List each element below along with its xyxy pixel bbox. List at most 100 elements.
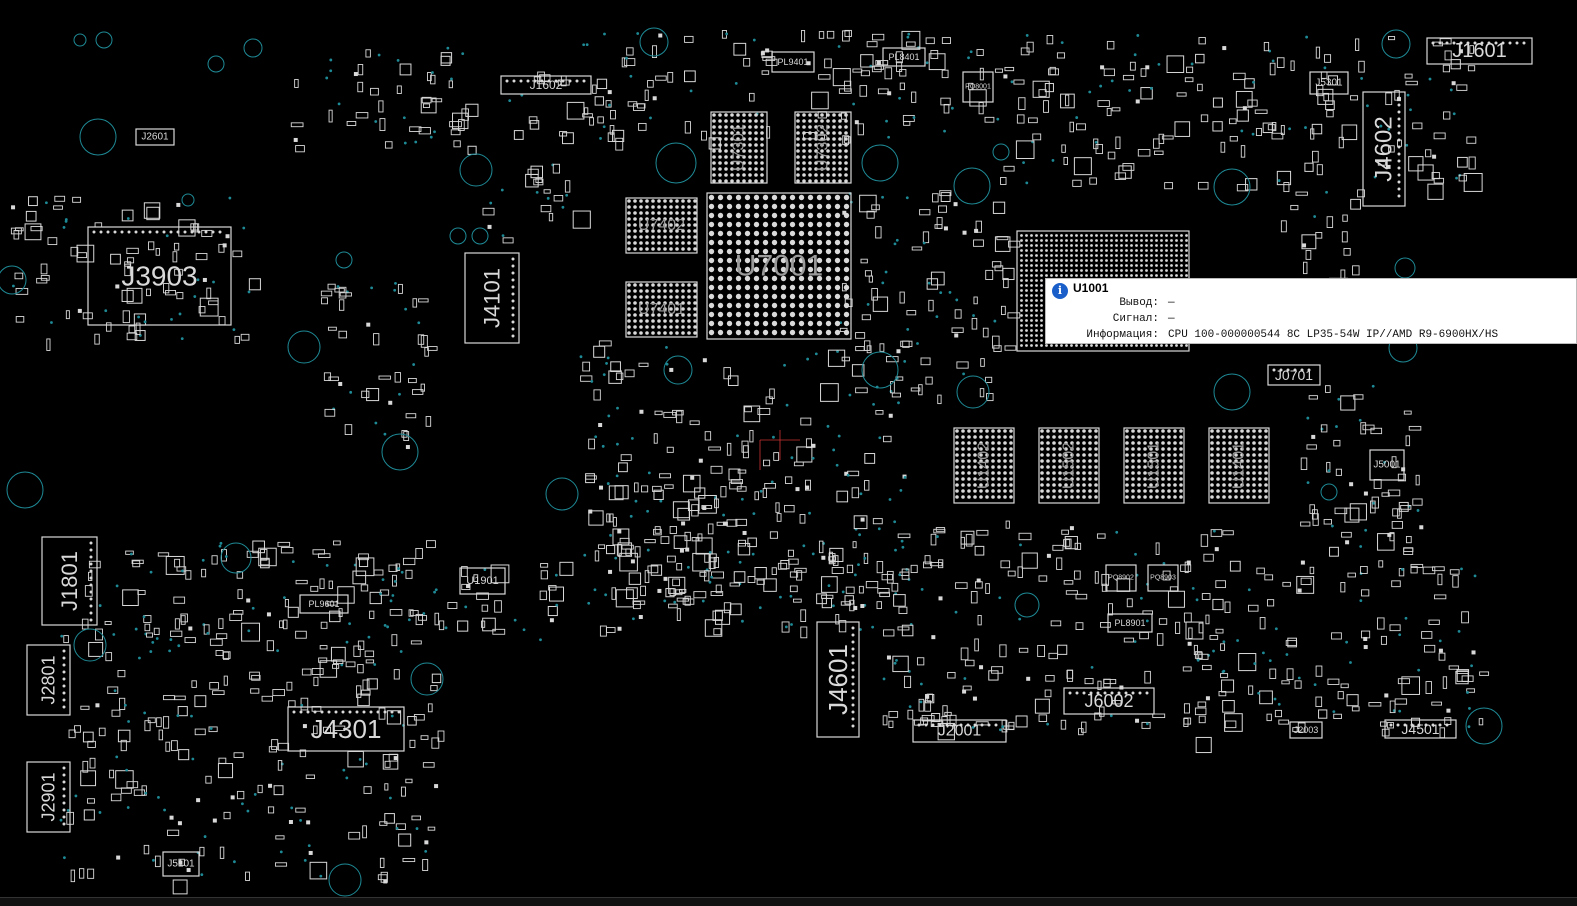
component-u7401[interactable]: U7401 bbox=[625, 281, 698, 338]
component-label: PQ8903 bbox=[1150, 575, 1176, 582]
component-j5301[interactable]: J5301 bbox=[1309, 71, 1349, 95]
component-label: PQ8001 bbox=[965, 84, 991, 91]
component-j5101[interactable]: J5101 bbox=[162, 851, 200, 877]
connector-pins bbox=[62, 649, 66, 709]
component-j4501[interactable]: J4501 bbox=[1384, 719, 1457, 739]
component-j4601[interactable]: J4601 bbox=[816, 621, 860, 738]
bga-pads bbox=[712, 113, 764, 183]
connector-pins bbox=[292, 710, 401, 714]
component-label: J2901 bbox=[39, 772, 59, 821]
component-pq8902[interactable]: PQ8902 bbox=[1105, 564, 1137, 592]
connector-pins bbox=[1431, 41, 1526, 45]
component-label: PL8901 bbox=[1114, 618, 1145, 628]
component-label: J2003 bbox=[1294, 725, 1319, 735]
bga-pads bbox=[1125, 429, 1183, 499]
component-j1601[interactable]: J1601 bbox=[1426, 37, 1533, 65]
component-pl9601[interactable]: PL9601 bbox=[299, 594, 349, 614]
tooltip-key: Вывод: bbox=[1119, 297, 1159, 309]
connector-pins bbox=[851, 626, 855, 728]
component-j2601[interactable]: J2601 bbox=[135, 128, 175, 146]
tooltip-row-signal: Сигнал: — bbox=[1046, 313, 1175, 325]
component-j4301[interactable]: J4301 bbox=[287, 706, 405, 752]
component-label: U7401 bbox=[638, 301, 685, 318]
connector-pins bbox=[1389, 723, 1449, 727]
bga-pads bbox=[627, 283, 697, 335]
component-label: U7402 bbox=[638, 217, 685, 234]
component-u1401[interactable]: U1401 bbox=[1208, 427, 1270, 504]
component-label: U1502 bbox=[1061, 442, 1078, 489]
component-pl9401[interactable]: PL9401 bbox=[771, 51, 815, 73]
component-j3903[interactable]: J3903 bbox=[87, 226, 232, 326]
bga-pads bbox=[955, 429, 1013, 499]
tooltip-key: Сигнал: bbox=[1112, 313, 1159, 325]
component-pl8401[interactable]: PL8401 bbox=[882, 47, 926, 67]
component-label: U1501 bbox=[1146, 442, 1163, 489]
component-j0701[interactable]: J0701 bbox=[1267, 364, 1321, 386]
component-u7001[interactable]: U7001 bbox=[706, 192, 852, 340]
component-j2901[interactable]: J2901 bbox=[26, 761, 71, 833]
connector-pins bbox=[511, 257, 515, 338]
component-pl8901[interactable]: PL8901 bbox=[1107, 613, 1153, 633]
tooltip-row-pin: Вывод: — bbox=[1046, 297, 1175, 309]
component-j2801[interactable]: J2801 bbox=[26, 644, 71, 716]
tooltip-value: — bbox=[1168, 313, 1175, 325]
component-label: J1602 bbox=[530, 78, 563, 92]
component-label: PQ8902 bbox=[1108, 575, 1134, 582]
component-j2001[interactable]: J2001 bbox=[912, 719, 1007, 743]
component-u7302[interactable]: U7302 bbox=[794, 111, 852, 184]
component-info-tooltip: i U1001 Вывод: — Сигнал: — Информация: CPU … bbox=[1045, 278, 1577, 344]
connector-pins bbox=[89, 541, 93, 622]
component-label: U7302 bbox=[815, 124, 832, 171]
connector-pins bbox=[1068, 691, 1149, 695]
component-j2003[interactable]: J2003 bbox=[1289, 721, 1323, 739]
component-u1501[interactable]: U1501 bbox=[1123, 427, 1185, 504]
connector-pins bbox=[92, 230, 222, 234]
component-j1801[interactable]: J1801 bbox=[41, 536, 98, 626]
component-label: J5001 bbox=[1373, 460, 1401, 471]
connector-pins bbox=[1272, 368, 1311, 372]
component-j1602[interactable]: J1602 bbox=[500, 75, 592, 95]
component-label: J1601 bbox=[1452, 40, 1507, 62]
component-j6002[interactable]: J6002 bbox=[1063, 687, 1155, 715]
component-u1502[interactable]: U1502 bbox=[1038, 427, 1100, 504]
connector-pins bbox=[1397, 96, 1401, 198]
tooltip-value: CPU 100-000000544 8C LP35-54W IP//AMD R9… bbox=[1168, 329, 1499, 341]
component-label: J1801 bbox=[57, 551, 82, 611]
component-label: J2001 bbox=[938, 723, 982, 740]
component-label: U1901 bbox=[466, 575, 498, 587]
component-u7301[interactable]: U7301 bbox=[710, 111, 768, 184]
bga-pads bbox=[708, 194, 850, 336]
connector-pins bbox=[62, 766, 66, 826]
component-label: J2801 bbox=[39, 655, 59, 704]
component-label: U1402 bbox=[976, 442, 993, 489]
component-label: J4301 bbox=[311, 714, 382, 744]
component-u1402[interactable]: U1402 bbox=[953, 427, 1015, 504]
bga-pads bbox=[1040, 429, 1098, 499]
component-j4101[interactable]: J4101 bbox=[464, 252, 520, 344]
component-label: J5301 bbox=[1315, 78, 1343, 89]
component-u7402[interactable]: U7402 bbox=[625, 197, 698, 254]
tooltip-key: Информация: bbox=[1086, 329, 1159, 341]
component-pq8001[interactable]: PQ8001 bbox=[962, 71, 994, 103]
info-icon: i bbox=[1052, 283, 1068, 299]
status-strip bbox=[0, 897, 1577, 906]
tooltip-value: — bbox=[1168, 297, 1175, 309]
component-label: J6002 bbox=[1084, 691, 1133, 711]
component-label: U7001 bbox=[735, 250, 823, 283]
component-label: J4601 bbox=[823, 644, 853, 715]
component-label: J4602 bbox=[1371, 116, 1398, 181]
component-j5001[interactable]: J5001 bbox=[1369, 449, 1405, 481]
component-label: J5101 bbox=[167, 859, 195, 870]
component-u1901[interactable]: U1901 bbox=[459, 567, 506, 595]
component-label: J3903 bbox=[121, 261, 197, 292]
bga-pads bbox=[627, 199, 697, 251]
component-label: J2601 bbox=[141, 132, 169, 143]
component-label: J0701 bbox=[1275, 367, 1313, 383]
component-label: PL9401 bbox=[777, 57, 808, 67]
component-label: U7301 bbox=[731, 124, 748, 171]
tooltip-title: U1001 bbox=[1073, 281, 1109, 295]
component-pq8903[interactable]: PQ8903 bbox=[1147, 564, 1179, 592]
component-j4602[interactable]: J4602 bbox=[1362, 91, 1406, 207]
tooltip-row-info: Информация: CPU 100-000000544 8C LP35-54W… bbox=[1046, 329, 1498, 341]
